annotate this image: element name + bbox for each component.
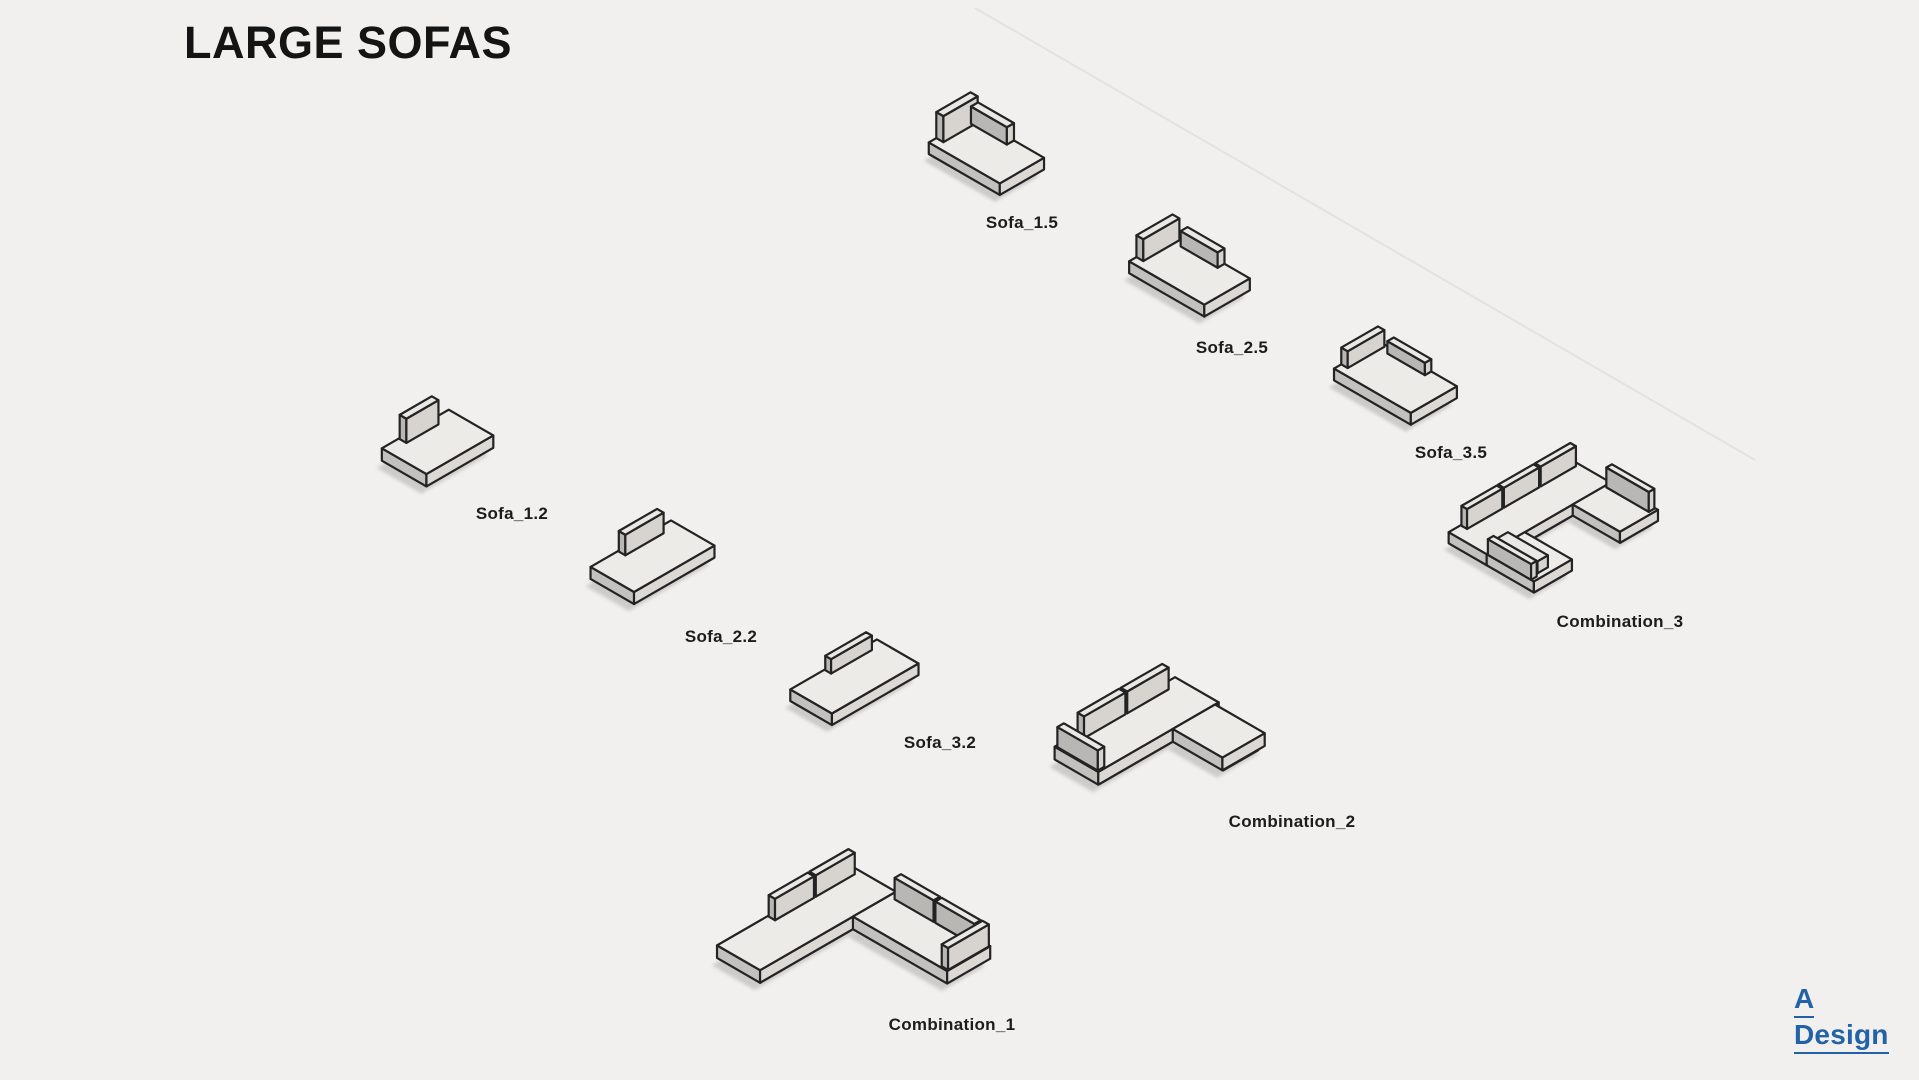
sofa-label: Sofa_1.2 <box>475 504 549 523</box>
page-title: LARGE SOFAS <box>184 17 513 68</box>
sofa-illustration-Combination_1 <box>711 841 997 991</box>
sofa-label: Sofa_2.5 <box>1195 338 1269 357</box>
sofa-illustration-Combination_2 <box>1049 657 1277 793</box>
sofa-illustration-Sofa_2.5 <box>1124 208 1274 324</box>
sofa-label: Sofa_2.2 <box>684 627 758 646</box>
sofa-illustration-Sofa_3.5 <box>1329 320 1480 432</box>
brand-logo-line1: A <box>1794 982 1815 1019</box>
sofa-label: Combination_3 <box>1556 612 1684 631</box>
sofa-illustration-Sofa_2.2 <box>585 501 721 612</box>
sofa-label: Sofa_1.5 <box>985 213 1059 232</box>
sofa-label: Combination_1 <box>888 1015 1016 1034</box>
sofa-label: Combination_2 <box>1228 812 1356 831</box>
brand-logo-line2: Design <box>1794 1018 1889 1055</box>
sofa-label: Sofa_3.5 <box>1414 443 1488 462</box>
sofa-label: Sofa_3.2 <box>903 733 977 752</box>
sofa-illustration-Sofa_1.2 <box>376 386 500 494</box>
brand-logo-link[interactable]: A Design <box>1794 982 1889 1055</box>
sofa-illustration-Sofa_3.2 <box>785 626 929 732</box>
sofa-illustration-Sofa_1.5 <box>923 86 1070 202</box>
sofa-illustration-Combination_3 <box>1444 437 1678 599</box>
